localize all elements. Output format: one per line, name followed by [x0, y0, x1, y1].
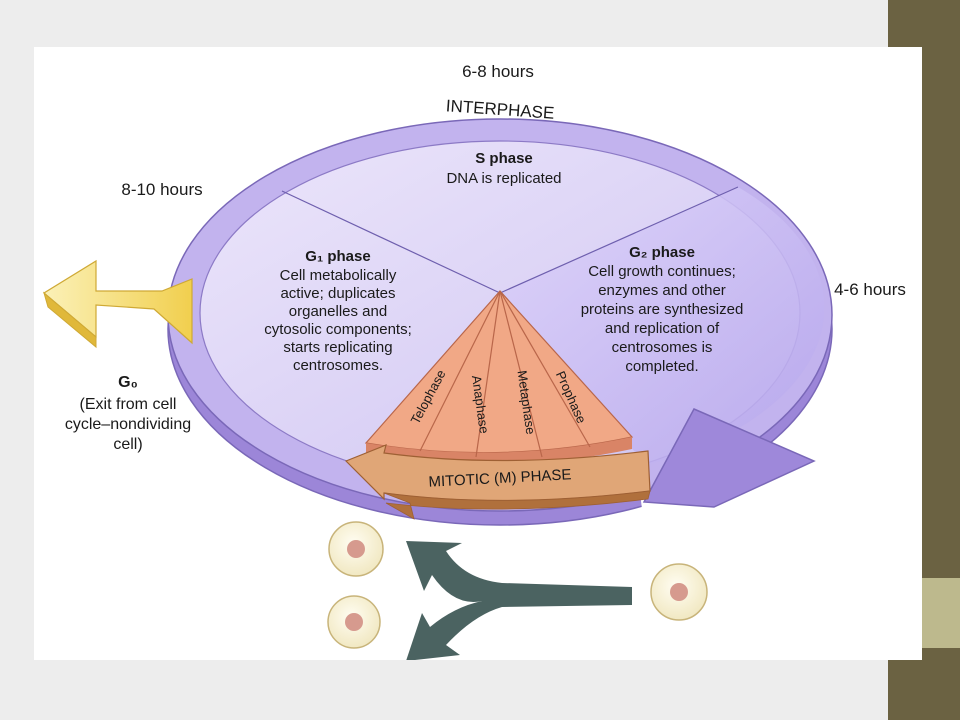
g2-phase-line: and replication of — [605, 320, 720, 337]
hours-right-label: 4-6 hours — [834, 280, 906, 299]
g1-phase-line: Cell metabolically — [280, 267, 397, 284]
divider-line-right — [499, 186, 739, 294]
g1-phase-line: starts replicating — [283, 339, 392, 356]
g0-title: G₀ — [118, 374, 138, 391]
split-arrow — [406, 541, 632, 660]
g2-phase-line: centrosomes is — [612, 339, 713, 356]
stage-divider-1 — [419, 290, 501, 452]
cell-cycle-diagram: 6-8 hours 8-10 hours 4-6 hours INTERPHAS… — [42, 62, 906, 660]
slide-panel: 6-8 hours 8-10 hours 4-6 hours INTERPHAS… — [34, 47, 922, 660]
g1-phase-line: cytosolic components; — [264, 321, 412, 338]
g0-line: cycle–nondividing — [65, 416, 191, 433]
mitotic-phase-arrow-side — [383, 490, 651, 520]
daughter-cell-bottom — [327, 595, 381, 649]
hours-left-label: 8-10 hours — [121, 180, 202, 199]
g2-phase-text: G₂ phase Cell growth continues; enzymes … — [581, 244, 744, 375]
g0-line: cell) — [113, 436, 142, 453]
g2-phase-line: proteins are synthesized — [581, 301, 744, 318]
stage-divider-2 — [475, 290, 501, 458]
g1-phase-line: centrosomes. — [293, 357, 383, 374]
interphase-label: INTERPHASE — [445, 96, 555, 123]
decorative-side-swatch — [922, 578, 960, 648]
g0-line: (Exit from cell — [80, 396, 177, 413]
g1-phase-title: G₁ phase — [305, 248, 370, 265]
g2-phase-line: completed. — [625, 358, 698, 375]
g2-phase-line: Cell growth continues; — [588, 263, 736, 280]
g1-phase-line: organelles and — [289, 303, 387, 320]
daughter-cell-top — [328, 521, 384, 577]
g1-phase-line: active; duplicates — [280, 285, 395, 302]
stage-divider-3 — [499, 290, 543, 458]
g2-phase-line: enzymes and other — [598, 282, 726, 299]
g0-exit-arrow-side — [43, 291, 97, 349]
mitotic-fan — [364, 290, 634, 454]
s-phase-desc: DNA is replicated — [446, 170, 561, 187]
divider-line-left — [281, 190, 501, 294]
parent-cell — [650, 563, 708, 621]
interphase-arrow-head — [642, 408, 816, 508]
g2-phase-title: G₂ phase — [629, 244, 695, 261]
g2-sector — [500, 187, 825, 465]
hours-top-label: 6-8 hours — [462, 62, 534, 81]
s-phase-title: S phase — [475, 150, 533, 167]
stage-divider-4 — [499, 290, 591, 448]
g0-text: G₀ (Exit from cell cycle–nondividing cel… — [65, 374, 191, 453]
g1-phase-text: G₁ phase Cell metabolically active; dupl… — [264, 248, 412, 374]
